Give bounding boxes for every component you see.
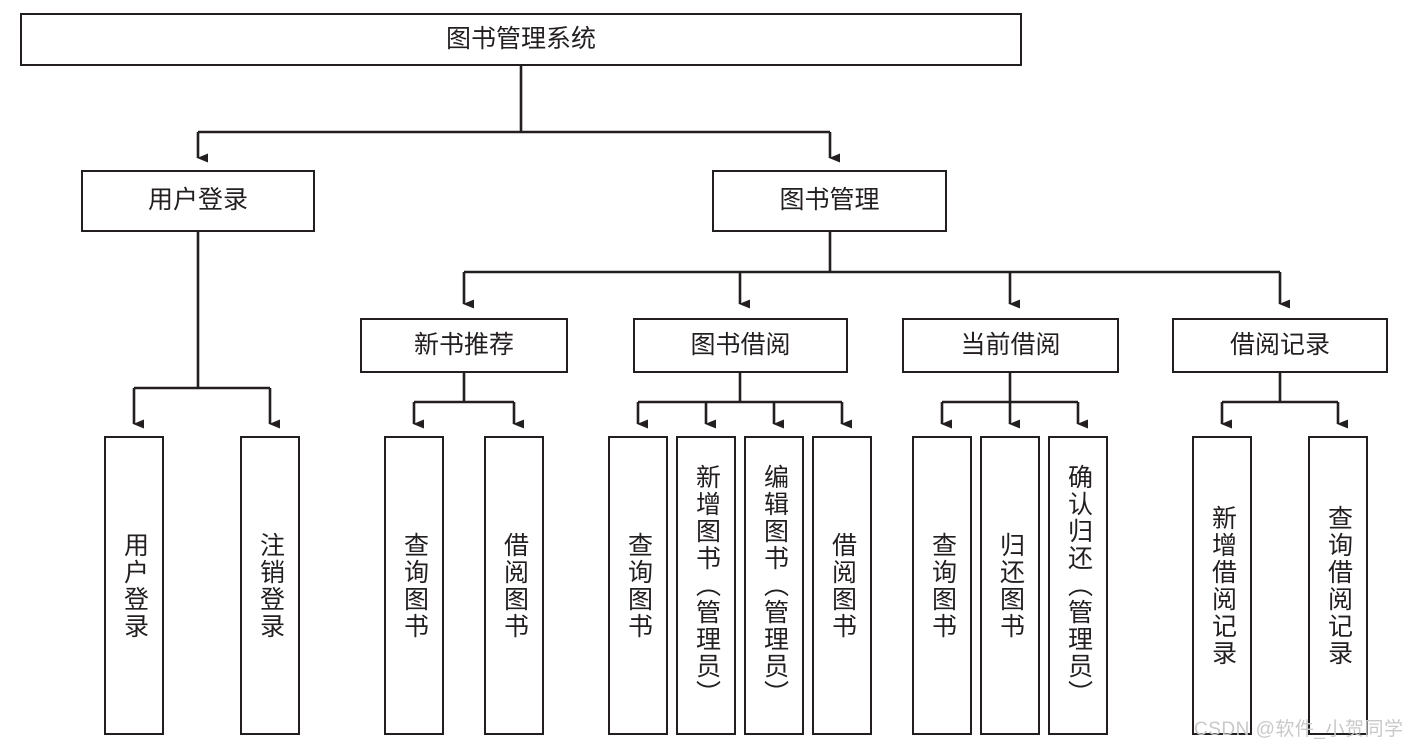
node-label: 用户登录 (147, 186, 248, 215)
node-label: 用户登录 (120, 531, 149, 640)
node-label: 图书管理 (779, 186, 880, 215)
node-label: 新增借阅记录 (1208, 504, 1237, 667)
node-label: 借阅记录 (1229, 330, 1330, 359)
node-label: 图书管理系统 (445, 24, 596, 53)
node-label: 新书推荐 (413, 330, 514, 359)
node-label: 查询借阅记录 (1324, 504, 1353, 667)
node-label: 借阅图书 (500, 531, 529, 640)
leaf-user-login[interactable]: 用户登录 (104, 436, 164, 735)
leaf-borrow-book[interactable]: 借阅图书 (812, 436, 872, 735)
leaf-confirm-return-admin[interactable]: 确认归还（管理员） (1048, 436, 1108, 735)
leaf-return-book[interactable]: 归还图书 (980, 436, 1040, 735)
watermark: CSDN @软件_小贺同学 (1194, 719, 1404, 740)
leaf-query-borrow-record[interactable]: 查询借阅记录 (1308, 436, 1368, 735)
node-new-book-recommend[interactable]: 新书推荐 (360, 318, 568, 373)
leaf-add-book-admin[interactable]: 新增图书（管理员） (676, 436, 736, 735)
node-label: 确认归还（管理员） (1064, 464, 1093, 707)
node-root-system[interactable]: 图书管理系统 (20, 13, 1022, 66)
node-label: 借阅图书 (828, 531, 857, 640)
leaf-query-book-current[interactable]: 查询图书 (912, 436, 972, 735)
node-label: 编辑图书（管理员） (760, 464, 789, 707)
leaf-borrow-book-newbook[interactable]: 借阅图书 (484, 436, 544, 735)
node-label: 当前借阅 (960, 330, 1061, 359)
node-current-borrow[interactable]: 当前借阅 (902, 318, 1119, 373)
leaf-query-book-borrow[interactable]: 查询图书 (608, 436, 668, 735)
node-borrow-records[interactable]: 借阅记录 (1172, 318, 1388, 373)
leaf-edit-book-admin[interactable]: 编辑图书（管理员） (744, 436, 804, 735)
node-book-management[interactable]: 图书管理 (712, 170, 947, 232)
leaf-logout[interactable]: 注销登录 (240, 436, 300, 735)
leaf-query-book-newbook[interactable]: 查询图书 (384, 436, 444, 735)
node-label: 注销登录 (256, 531, 285, 640)
node-book-borrow[interactable]: 图书借阅 (633, 318, 848, 373)
node-label: 新增图书（管理员） (692, 464, 721, 707)
node-label: 查询图书 (400, 531, 429, 640)
node-label: 查询图书 (928, 531, 957, 640)
node-label: 查询图书 (624, 531, 653, 640)
leaf-add-borrow-record[interactable]: 新增借阅记录 (1192, 436, 1252, 735)
node-label: 图书借阅 (690, 330, 791, 359)
node-label: 归还图书 (996, 531, 1025, 640)
node-user-login[interactable]: 用户登录 (81, 170, 315, 232)
